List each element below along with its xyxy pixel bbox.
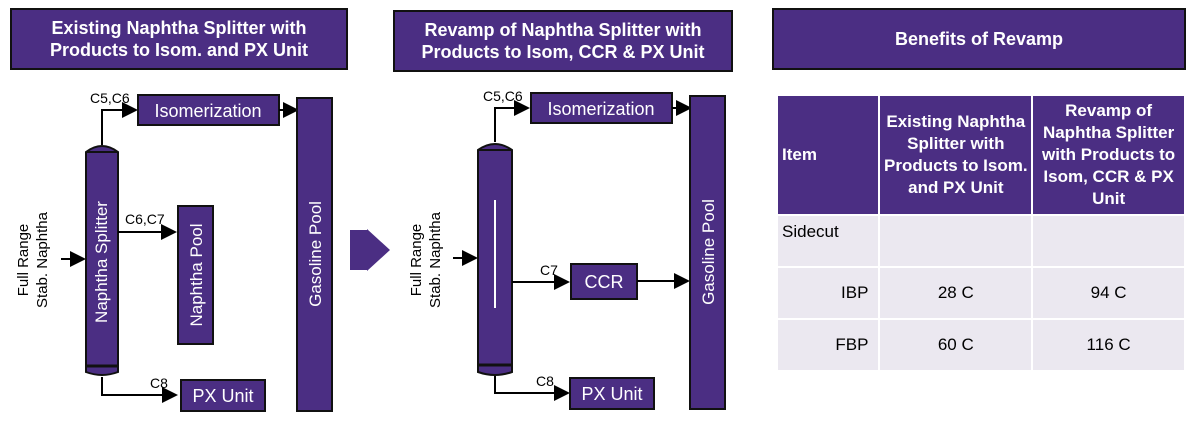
cell-existing: 28 C	[880, 268, 1032, 319]
existing-feed-label-1: Full Range	[15, 224, 32, 297]
revamp-title-line1: Revamp of Naphtha Splitter with	[424, 19, 702, 40]
existing-title-line1: Existing Naphtha Splitter with	[51, 17, 307, 38]
cell-item: FBP	[778, 320, 879, 371]
existing-diagram: Full Range Stab. Naphtha Naphtha Splitte…	[15, 90, 333, 412]
revamp-px-unit-label: PX Unit	[581, 384, 642, 404]
existing-column-label: Naphtha Splitter	[92, 201, 111, 323]
revamp-side-stream: C7	[540, 262, 558, 278]
revamp-isomerization-label: Isomerization	[547, 99, 654, 119]
existing-naphtha-pool-box	[177, 205, 214, 345]
cell-existing: 60 C	[880, 320, 1032, 371]
table-row: FBP 60 C 116 C	[778, 320, 1184, 371]
cell-item: IBP	[778, 268, 879, 319]
existing-splitter-column: Naphtha Splitter	[85, 145, 119, 376]
existing-px-unit-label: PX Unit	[192, 386, 253, 406]
existing-isomerization-box	[137, 94, 280, 126]
table-row: IBP 28 C 94 C	[778, 268, 1184, 319]
revamp-gasoline-pool-label: Gasoline Pool	[699, 199, 718, 305]
revamp-bottom-line	[494, 376, 570, 401]
existing-feed-label-2: Stab. Naphtha	[34, 211, 51, 308]
cell-existing	[880, 216, 1032, 267]
revamp-feed-label-2: Stab. Naphtha	[427, 211, 444, 308]
revamp-title-line2: Products to Isom, CCR & PX Unit	[421, 42, 705, 62]
revamp-px-unit-box	[569, 377, 655, 410]
header-existing: Existing Naphtha Splitter with Products …	[880, 96, 1032, 215]
revamp-ccr-label: CCR	[585, 272, 624, 292]
existing-gasoline-pool-box	[296, 97, 333, 412]
benefits-title: Benefits of Revamp	[772, 8, 1186, 70]
existing-bottom-line	[101, 377, 178, 403]
header-revamp: Revamp of Naphtha Splitter with Products…	[1033, 96, 1184, 215]
cell-revamp: 116 C	[1033, 320, 1184, 371]
revamp-top-stream: C5,C6	[483, 88, 523, 104]
existing-top-stream: C5,C6	[90, 90, 130, 106]
existing-px-unit-box	[180, 379, 266, 412]
existing-isomerization-label: Isomerization	[154, 101, 261, 121]
existing-side-stream: C6,C7	[125, 211, 165, 227]
existing-bottom-stream: C8	[150, 375, 168, 391]
revamp-feed-label-1: Full Range	[408, 224, 425, 297]
existing-title-line2: Products to Isom. and PX Unit	[49, 40, 309, 60]
revamp-splitter-column	[477, 143, 513, 376]
revamp-isomerization-box	[530, 92, 673, 124]
existing-naphtha-pool-label: Naphtha Pool	[187, 223, 206, 326]
cell-item: Sidecut	[778, 216, 879, 267]
revamp-gasoline-pool-box	[689, 95, 726, 410]
revamp-top-line	[494, 100, 530, 142]
table-header-row: Item Existing Naphtha Splitter with Prod…	[778, 96, 1184, 215]
table-row: Sidecut	[778, 216, 1184, 267]
revamp-diagram: Full Range Stab. Naphtha C5,C6 Isomeriza…	[408, 88, 726, 410]
existing-gasoline-pool-label: Gasoline Pool	[306, 201, 325, 307]
benefits-table: Item Existing Naphtha Splitter with Prod…	[776, 94, 1186, 372]
revamp-bottom-stream: C8	[536, 373, 554, 389]
right-arrow-icon	[350, 229, 390, 271]
cell-revamp: 94 C	[1033, 268, 1184, 319]
cell-revamp	[1033, 216, 1184, 267]
benefits-title-text: Benefits of Revamp	[894, 28, 1064, 49]
existing-top-line	[101, 102, 138, 145]
header-item: Item	[778, 96, 879, 215]
